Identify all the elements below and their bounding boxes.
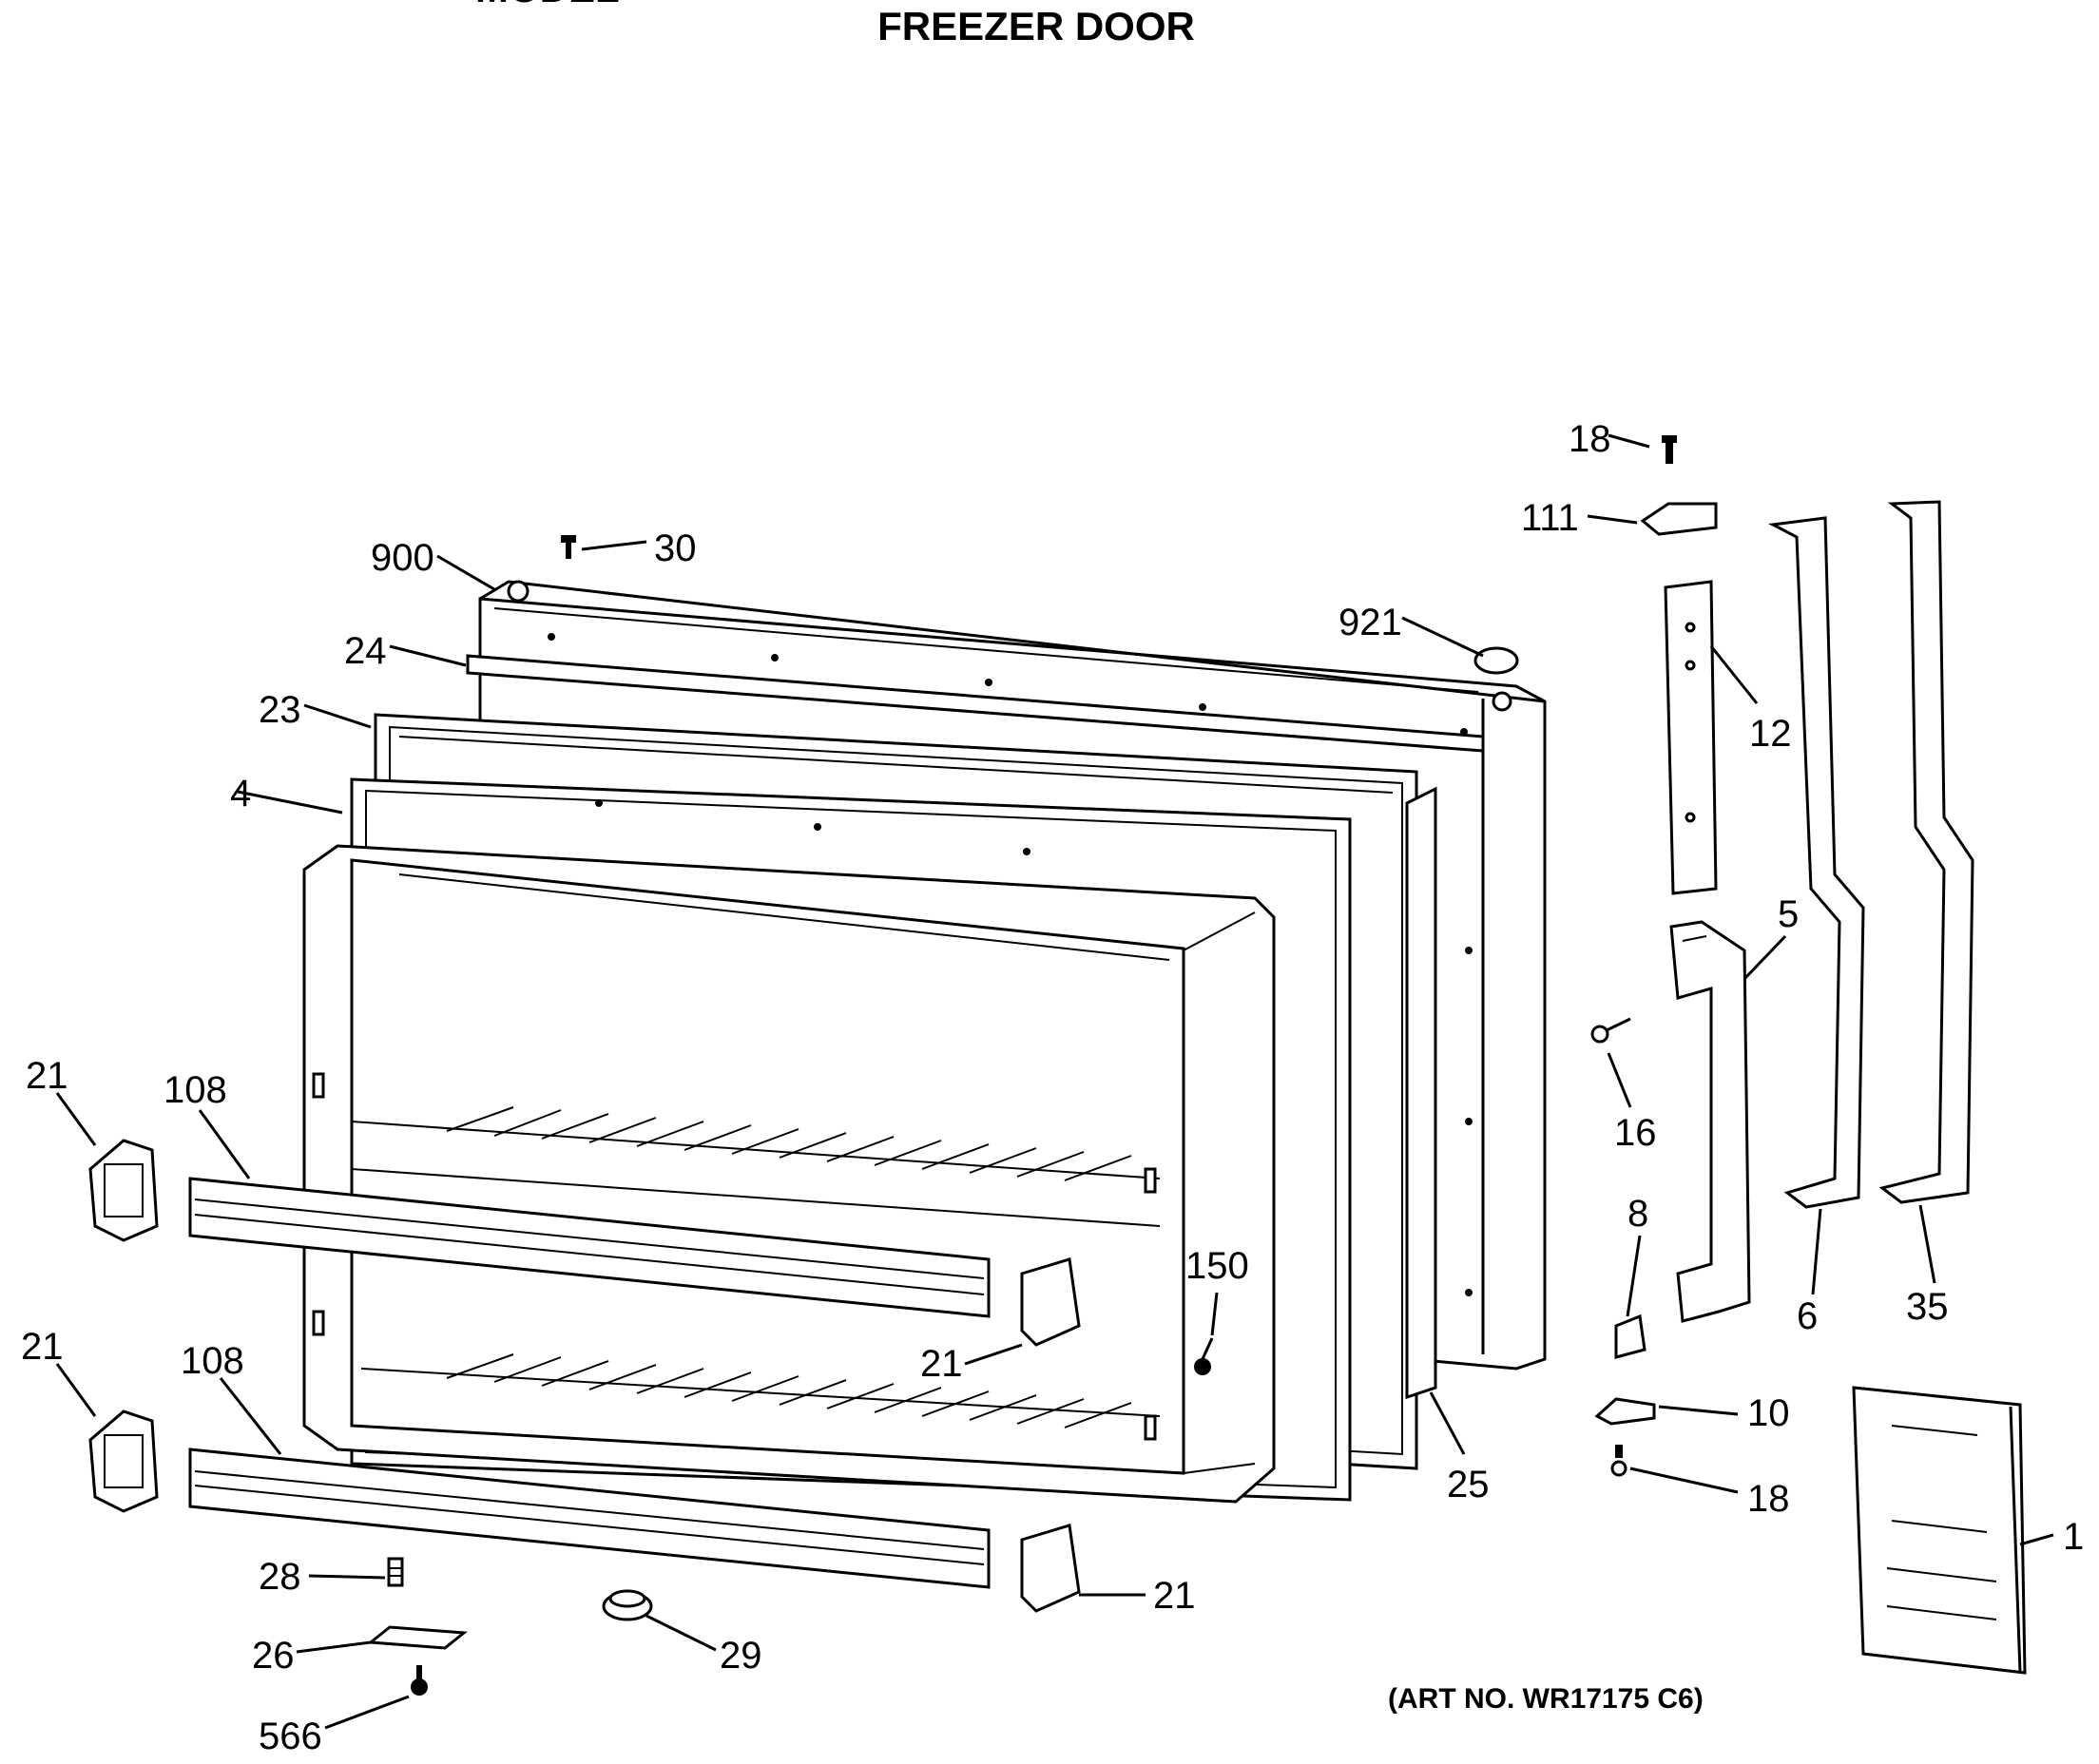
shelf-bar-108-upper <box>188 1177 991 1318</box>
diagram-title: FREEZER DOOR <box>877 4 1195 48</box>
screw-16 <box>1590 1017 1631 1044</box>
callout-18-bottom: 18 <box>1747 1478 1790 1520</box>
handle-35 <box>1878 500 1974 1204</box>
end-cap-21-right-upper <box>1020 1257 1081 1347</box>
channel-12 <box>1664 580 1718 895</box>
part-8 <box>1614 1313 1646 1359</box>
callout-24: 24 <box>344 630 387 672</box>
diagram-title-model: MODEL <box>475 0 620 10</box>
screw-150 <box>1194 1337 1214 1375</box>
callout-21-c: 21 <box>21 1326 64 1368</box>
callout-29: 29 <box>720 1635 762 1677</box>
art-number: (ART NO. WR17175 C6) <box>1388 1683 1704 1715</box>
screw-18-bottom <box>1610 1445 1627 1477</box>
callout-25: 25 <box>1447 1464 1490 1505</box>
callout-1: 1 <box>2063 1516 2084 1558</box>
callout-111: 111 <box>1521 497 1579 539</box>
callout-4: 4 <box>230 773 251 815</box>
leader-lines <box>55 433 2054 1730</box>
door-liner <box>302 844 1276 1504</box>
callout-900: 900 <box>371 537 434 579</box>
end-cap-21-left-upper <box>88 1139 159 1242</box>
callout-150: 150 <box>1185 1245 1249 1287</box>
callout-21-d: 21 <box>1153 1575 1196 1617</box>
handle-6 <box>1768 516 1865 1209</box>
callout-21-a: 21 <box>26 1055 68 1097</box>
bracket-5 <box>1669 920 1751 1323</box>
callout-10: 10 <box>1747 1392 1790 1434</box>
hinge-bracket-111 <box>1640 502 1718 536</box>
strip-24 <box>466 654 1485 753</box>
callout-8: 8 <box>1627 1193 1648 1235</box>
hinge-plate-26 <box>367 1625 468 1650</box>
plug-29 <box>602 1589 653 1621</box>
plug-921 <box>1473 646 1519 675</box>
callout-23: 23 <box>259 689 301 731</box>
callout-108-a: 108 <box>164 1069 227 1111</box>
callout-108-b: 108 <box>181 1340 244 1382</box>
callout-921: 921 <box>1338 602 1402 643</box>
callout-6: 6 <box>1797 1295 1818 1337</box>
stud-28 <box>387 1557 404 1587</box>
callout-5: 5 <box>1778 893 1799 935</box>
screw-566 <box>411 1665 428 1696</box>
strip-25 <box>1405 786 1437 1400</box>
callout-28: 28 <box>259 1556 301 1598</box>
shelf-bar-108-lower <box>188 1448 991 1589</box>
callout-30: 30 <box>654 527 697 569</box>
hinge-10 <box>1594 1397 1656 1426</box>
end-cap-21-right-lower <box>1020 1524 1081 1613</box>
callout-26: 26 <box>252 1635 295 1677</box>
callout-16: 16 <box>1614 1112 1657 1154</box>
callout-21-b: 21 <box>920 1343 963 1385</box>
callout-12: 12 <box>1749 713 1792 755</box>
callout-566: 566 <box>259 1716 322 1757</box>
callout-35: 35 <box>1906 1286 1949 1328</box>
callout-18-top: 18 <box>1569 418 1611 460</box>
manual-1 <box>1852 1386 2027 1675</box>
screw-18-top <box>1662 435 1677 464</box>
end-cap-21-left-lower <box>88 1409 159 1513</box>
screw-30 <box>561 535 576 559</box>
